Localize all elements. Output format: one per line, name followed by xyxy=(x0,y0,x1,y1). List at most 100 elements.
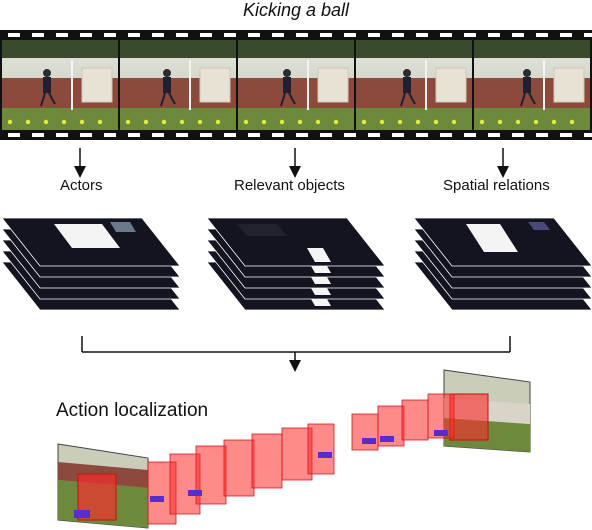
map-layer xyxy=(413,217,592,267)
sprocket-hole xyxy=(392,133,404,137)
sprocket-hole xyxy=(272,133,284,137)
player xyxy=(523,69,531,77)
merge-connector xyxy=(81,336,511,372)
sprocket-hole xyxy=(104,133,116,137)
sprocket-hole xyxy=(152,33,164,37)
ball xyxy=(497,119,503,125)
video-frame xyxy=(356,40,472,130)
sprocket-hole xyxy=(224,133,236,137)
sprocket-hole xyxy=(464,133,476,137)
object-heat xyxy=(307,248,331,262)
ball xyxy=(333,119,339,125)
ball xyxy=(243,119,249,125)
tube-segment xyxy=(251,433,283,489)
relevant-objects-map-stack xyxy=(206,217,386,311)
sprocket-hole xyxy=(296,33,308,37)
sprocket-hole xyxy=(560,133,572,137)
sprocket-hole xyxy=(368,33,380,37)
ball xyxy=(433,119,439,125)
tube-segment xyxy=(401,399,429,441)
sprocket-hole xyxy=(248,33,260,37)
tube-segment xyxy=(223,439,255,497)
sprocket-hole xyxy=(200,133,212,137)
sprocket-hole xyxy=(560,33,572,37)
sprocket-hole xyxy=(32,133,44,137)
sprocket-hole xyxy=(224,33,236,37)
ball xyxy=(315,119,321,125)
sprocket-hole xyxy=(512,133,524,137)
tube-segment xyxy=(351,413,379,451)
sprocket-hole xyxy=(440,33,452,37)
branch-label-relevant-objects: Relevant objects xyxy=(234,177,345,194)
ball xyxy=(197,119,203,125)
video-frame xyxy=(2,40,118,130)
spatial-relations-map-stack xyxy=(413,217,592,311)
ball xyxy=(143,119,149,125)
player xyxy=(403,69,411,77)
sprocket-hole xyxy=(392,33,404,37)
sprocket-hole xyxy=(56,133,68,137)
map-layer xyxy=(206,217,386,267)
video-filmstrip xyxy=(0,30,592,140)
sprocket-hole xyxy=(488,133,500,137)
sprocket-hole xyxy=(32,33,44,37)
figure-title: Kicking a ball xyxy=(242,0,350,20)
sprocket-hole xyxy=(584,33,592,37)
sprocket-hole xyxy=(176,133,188,137)
sprocket-hole xyxy=(200,33,212,37)
relation-heat xyxy=(466,224,518,252)
tube-start-frame xyxy=(57,443,149,529)
ball xyxy=(297,119,303,125)
ball xyxy=(515,119,521,125)
sprocket-hole xyxy=(152,133,164,137)
sprocket-hole xyxy=(512,33,524,37)
sprocket-hole xyxy=(104,33,116,37)
sprocket-hole xyxy=(8,33,20,37)
ball xyxy=(215,119,221,125)
ball xyxy=(97,119,103,125)
sprocket-hole xyxy=(56,33,68,37)
ball xyxy=(7,119,13,125)
branch-label-spatial-relations: Spatial relations xyxy=(443,177,550,194)
tube-object-box xyxy=(188,490,202,496)
tube-object-box xyxy=(380,436,394,442)
tube-segment xyxy=(169,453,201,515)
map-layer xyxy=(1,217,181,267)
actor-heat xyxy=(54,224,120,248)
ball xyxy=(379,119,385,125)
ball xyxy=(125,119,131,125)
sprocket-hole xyxy=(584,133,592,137)
ball xyxy=(397,119,403,125)
video-frame xyxy=(474,40,590,130)
sprocket-hole xyxy=(320,133,332,137)
tube-segment xyxy=(307,423,335,475)
ball xyxy=(533,119,539,125)
sprocket-hole xyxy=(416,133,428,137)
sprocket-hole xyxy=(344,33,356,37)
ball xyxy=(43,119,49,125)
tube-segment xyxy=(281,427,313,481)
ball xyxy=(279,119,285,125)
ball xyxy=(61,119,67,125)
tube-object-box xyxy=(318,452,332,458)
ball xyxy=(25,119,31,125)
tube-object-box xyxy=(434,430,448,436)
output-label: Action localization xyxy=(56,400,209,421)
sprocket-hole xyxy=(176,33,188,37)
sprocket-hole xyxy=(80,133,92,137)
sprocket-hole xyxy=(464,33,476,37)
branch-label-actors: Actors xyxy=(60,177,103,194)
sprocket-hole xyxy=(80,33,92,37)
tube-end-frame xyxy=(443,369,531,453)
sprocket-hole xyxy=(296,133,308,137)
ball xyxy=(479,119,485,125)
ball xyxy=(361,119,367,125)
actors-map-stack xyxy=(1,217,181,311)
sprocket-hole xyxy=(344,133,356,137)
player xyxy=(163,69,171,77)
player xyxy=(43,69,51,77)
ball xyxy=(179,119,185,125)
sprocket-hole xyxy=(488,33,500,37)
ball xyxy=(161,119,167,125)
